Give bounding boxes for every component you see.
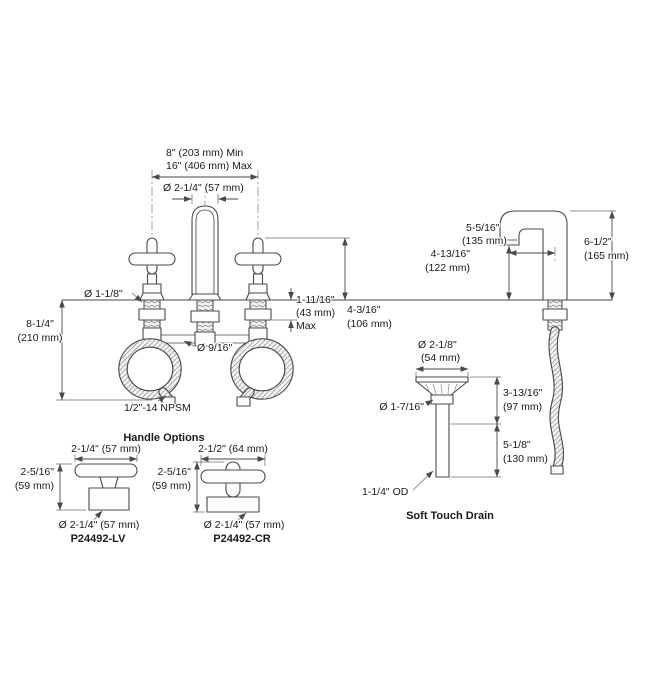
dim-drain-lower-line2: (130 mm) [503,453,548,465]
side-mounting-nut [542,308,568,321]
drain-flange-top [415,376,469,383]
spread-dimension: 8" (203 mm) Min 16" (406 mm) Max [151,146,259,180]
left-handle-front [128,237,176,301]
drain-assembly: Ø 2-1/8" (54 mm) Ø 1-7/16" [361,338,549,524]
outlet-diameter-label: Ø 9/16" [183,340,234,355]
faucet-front-view: 8" (203 mm) Min 16" (406 mm) Max Ø 2-1/4… [128,146,282,301]
cr-model-label: P24492-CR [213,533,271,545]
cr-height-line1: 2-5/16" [158,466,192,478]
dim-deck-max-line2: (43 mm) [296,307,335,319]
lever-neck [99,476,119,489]
lv-height-line1: 2-5/16" [21,466,55,478]
side-hose-connector [550,465,564,475]
dim-supply-height-line2: (210 mm) [18,332,63,344]
dim-drain-flange-line1: Ø 2-1/8" [418,339,457,351]
dim-spout-reach-line2: (135 mm) [462,235,507,247]
drain-hub [430,394,454,405]
spout-front [188,205,222,301]
dim-spread-line1: 8" (203 mm) Min [166,147,243,159]
handle-option-cross: 2-1/2" (64 mm) 2-5/16" (59 mm) Ø 2-1/4" … [151,442,286,547]
dim-total-height-line1: 6-1/2" [584,236,612,248]
lever-bar [74,463,138,478]
handle-option-lever: 2-1/4" (57 mm) 2-5/16" (59 mm) Ø 2-1/4" … [14,442,142,547]
cross-base [206,496,260,513]
dim-handle-height-line1: 4-3/16" [347,304,381,316]
drain-lower-dimension: 5-1/8" (130 mm) [451,423,549,478]
spout-diameter-dimension: Ø 2-1/4" (57 mm) [162,181,245,204]
outlet-height-dimension: 4-13/16" (122 mm) [424,245,512,301]
dim-spout-diameter: Ø 2-1/4" (57 mm) [163,182,244,194]
right-handle-front [234,237,282,301]
dim-drain-flange-line2: (54 mm) [421,352,460,364]
dim-deck-max-line3: Max [296,320,317,332]
lever-base [88,487,130,511]
left-mounting-nut [138,308,166,321]
dim-shank-diameter: Ø 1-1/8" [84,288,123,300]
drain-upper-dimension: 3-13/16" (97 mm) [451,376,544,425]
lv-height-line2: (59 mm) [15,480,54,492]
supply-length-dimension: 8-1/4" (210 mm) [16,299,152,401]
handle-options: Handle Options 2-1/4" (57 mm) 2-5/16" (5… [14,431,286,547]
dim-drain-hole-diameter: Ø 1-7/16" [379,401,424,413]
dim-spread-line2: 16" (406 mm) Max [166,160,253,172]
dim-supply-height-line1: 8-1/4" [26,318,54,330]
dim-outlet-diameter: Ø 9/16" [197,342,233,354]
lv-base-label: Ø 2-1/4" (57 mm) [59,519,140,531]
faucet-side-view: 5-5/16" (135 mm) 4-13/16" (122 mm) 6-1/2… [424,210,630,475]
right-hose-connector [236,396,251,407]
drain-hole-label: Ø 1-7/16" [378,399,434,414]
lv-model-label: P24492-LV [71,533,126,545]
side-supply-hose [548,326,565,475]
dim-deck-max-line1: 1-11/16" [296,294,335,306]
spout-side [499,210,568,301]
drain-tailpiece [435,403,450,478]
deck-thickness-dimension: 1-11/16" (43 mm) Max [272,288,336,333]
cr-width-label: 2-1/2" (64 mm) [198,443,268,455]
spout-reach-dimension: 5-5/16" (135 mm) [461,221,556,262]
dim-drain-lower-line1: 5-1/8" [503,439,531,451]
spout-mounting-nut [190,310,220,323]
thread-spec: 1/2"-14 NPSM [124,402,191,414]
lv-width-label: 2-1/4" (57 mm) [71,443,141,455]
left-supply-hose [118,338,182,407]
dim-handle-height-line2: (106 mm) [347,318,392,330]
dim-drain-upper-line1: 3-13/16" [503,387,543,399]
shank-diameter-label: Ø 1-1/8" [83,287,143,303]
cr-base-label: Ø 2-1/4" (57 mm) [204,519,285,531]
drain-flange-dimension [415,366,469,377]
dim-drain-upper-line2: (97 mm) [503,401,542,413]
drain-od: 1-1/4" OD [362,486,409,498]
spout-escutcheon [188,293,222,301]
dim-outlet-height-line1: 4-13/16" [431,248,471,260]
drain-flange-hatching [425,383,458,395]
below-deck-front: 8-1/4" (210 mm) Ø 1-1/8" 1-11/16" (43 mm… [16,237,393,415]
right-supply-hose [230,338,294,407]
drain-title: Soft Touch Drain [406,510,494,522]
handle-height-dimension: 4-3/16" (106 mm) [265,237,393,331]
cr-height-line2: (59 mm) [152,480,191,492]
tee-fitting [194,331,216,347]
dim-outlet-height-line2: (122 mm) [425,262,470,274]
dim-total-height-line2: (165 mm) [584,250,629,262]
right-mounting-nut [244,308,272,321]
drain-od-label: 1-1/4" OD [361,470,434,499]
thread-spec-label: 1/2"-14 NPSM [123,395,192,415]
total-height-dimension: 6-1/2" (165 mm) [570,210,630,301]
dim-spout-reach-line1: 5-5/16" [466,222,500,234]
handle-options-title: Handle Options [123,432,204,444]
